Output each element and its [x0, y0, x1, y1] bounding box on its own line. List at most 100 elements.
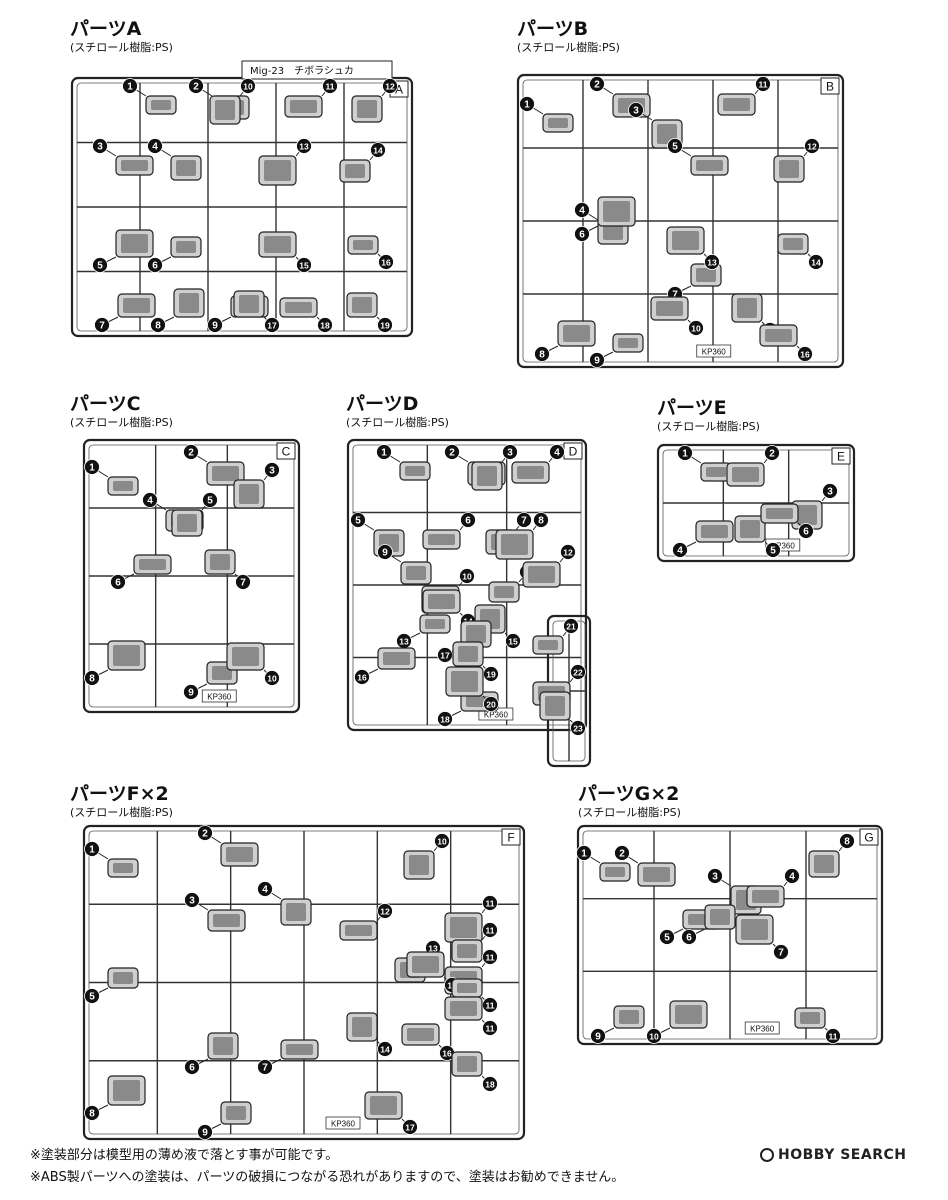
part-number-label: 11 — [486, 1001, 495, 1011]
part-number-label: 6 — [115, 578, 121, 589]
part-f-10: 10 — [403, 833, 450, 880]
part-number-label: 8 — [539, 350, 545, 361]
part-number-label: 15 — [299, 261, 309, 271]
part-a-7: 7 — [94, 293, 156, 333]
sprue-letter-d: D — [569, 445, 578, 459]
part-f-7: 7 — [257, 1039, 319, 1075]
part-c-1: 1 — [84, 459, 139, 496]
part-number-label: 18 — [440, 715, 450, 725]
part-f-3: 3 — [184, 892, 246, 932]
sprue-title-d: パーツD — [346, 393, 419, 415]
part-d-13: 13 — [396, 614, 451, 649]
note-line-2: ※ABS製パーツへの塗装は、パーツの破損につながる恐れがありますので、塗装はお勧… — [30, 1170, 625, 1185]
part-number-label: 2 — [449, 448, 455, 459]
part-number-label: 7 — [99, 321, 105, 332]
part-c-2: 2 — [183, 444, 245, 486]
part-a-11: 11 — [284, 78, 338, 118]
part-d-8: 8 — [495, 512, 549, 560]
part-number-label: 10 — [649, 1032, 659, 1042]
kp360-mark: KP360 — [771, 542, 796, 551]
part-a-17: 17 — [233, 290, 280, 333]
part-number-label: 1 — [89, 845, 95, 856]
part-g-7: 7 — [735, 914, 789, 960]
part-a-6: 6 — [147, 236, 202, 273]
part-c-8: 8 — [84, 640, 146, 686]
sprue-material-c: (スチロール樹脂:PS) — [70, 416, 173, 429]
part-g-2: 2 — [614, 845, 676, 887]
part-number-label: 15 — [508, 637, 518, 647]
part-number-label: 11 — [326, 82, 335, 92]
part-a-8: 8 — [150, 288, 205, 333]
part-number-label: 8 — [538, 516, 544, 527]
part-f-1: 1 — [84, 841, 139, 878]
part-number-label: 19 — [486, 670, 496, 680]
watermark-text: HOBBY SEARCH — [778, 1147, 907, 1163]
part-number-label: 11 — [486, 1024, 495, 1034]
part-number-label: 8 — [844, 837, 850, 848]
part-e-3: 3 — [791, 483, 838, 530]
part-number-label: 9 — [382, 548, 388, 559]
part-a-14: 14 — [339, 142, 386, 183]
part-number-label: 7 — [262, 1063, 268, 1074]
part-number-label: 16 — [381, 258, 391, 268]
part-number-label: 2 — [769, 449, 775, 460]
sprue-title-c: パーツC — [70, 393, 141, 415]
kp360-mark: KP360 — [331, 1120, 356, 1129]
part-f-5: 5 — [84, 967, 139, 1004]
part-g-6: 6 — [681, 904, 736, 945]
part-number-label: 2 — [188, 448, 194, 459]
sprue-material-b: (スチロール樹脂:PS) — [517, 41, 620, 54]
part-d-1: 1 — [376, 444, 431, 481]
part-e-4: 4 — [672, 520, 734, 558]
part-number-label: 4 — [554, 448, 560, 459]
part-number-label: 11 — [486, 953, 495, 963]
sprue-title-b: パーツB — [517, 18, 589, 40]
hobby-search-logo-icon — [760, 1148, 774, 1162]
part-a-15: 15 — [258, 231, 312, 273]
kp360-mark: KP360 — [702, 348, 727, 357]
part-d2-23: 23 — [539, 691, 586, 736]
part-number-label: 12 — [380, 907, 390, 917]
part-a-13: 13 — [258, 138, 312, 186]
part-a-5: 5 — [92, 229, 154, 273]
part-number-label: 14 — [380, 1045, 390, 1055]
part-number-label: 14 — [811, 258, 821, 268]
part-c-10: 10 — [226, 642, 280, 686]
part-d-4: 4 — [511, 444, 565, 484]
part-f-4: 4 — [257, 881, 312, 926]
part-b-8: 8 — [534, 320, 596, 362]
part-number-label: 13 — [428, 944, 438, 954]
part-number-label: 23 — [573, 724, 583, 734]
part-number-label: 6 — [803, 527, 809, 538]
part-g-10: 10 — [646, 1000, 708, 1044]
part-number-label: 17 — [405, 1123, 415, 1133]
part-number-label: 3 — [633, 106, 639, 117]
part-f-11: 11 — [451, 922, 498, 963]
part-e-5: 5 — [734, 515, 781, 558]
part-a-1: 1 — [122, 78, 177, 115]
part-e-6: 6 — [760, 503, 814, 539]
sprue-letter-e: E — [837, 450, 845, 464]
part-number-label: 13 — [707, 258, 717, 268]
part-b-5: 5 — [667, 138, 729, 176]
part-number-label: 12 — [807, 142, 817, 152]
part-g-8: 8 — [808, 833, 855, 878]
part-number-label: 14 — [373, 146, 383, 156]
sprue-title-e: パーツE — [657, 397, 727, 419]
part-c-6: 6 — [110, 554, 172, 590]
part-number-label: 7 — [521, 516, 527, 527]
part-number-label: 4 — [677, 546, 683, 557]
part-number-label: 2 — [594, 80, 600, 91]
part-number-label: 9 — [595, 1032, 601, 1043]
note-line-1: ※塗装部分は模型用の薄め液で落とす事が可能です。 — [30, 1148, 339, 1163]
part-number-label: 4 — [579, 206, 585, 217]
part-g-1: 1 — [576, 845, 631, 882]
part-number-label: 8 — [89, 674, 95, 685]
sprue-material-d: (スチロール樹脂:PS) — [346, 416, 449, 429]
part-number-label: 5 — [89, 992, 95, 1003]
part-a-4: 4 — [147, 138, 202, 181]
part-number-label: 2 — [619, 849, 625, 860]
part-number-label: 10 — [243, 82, 253, 92]
